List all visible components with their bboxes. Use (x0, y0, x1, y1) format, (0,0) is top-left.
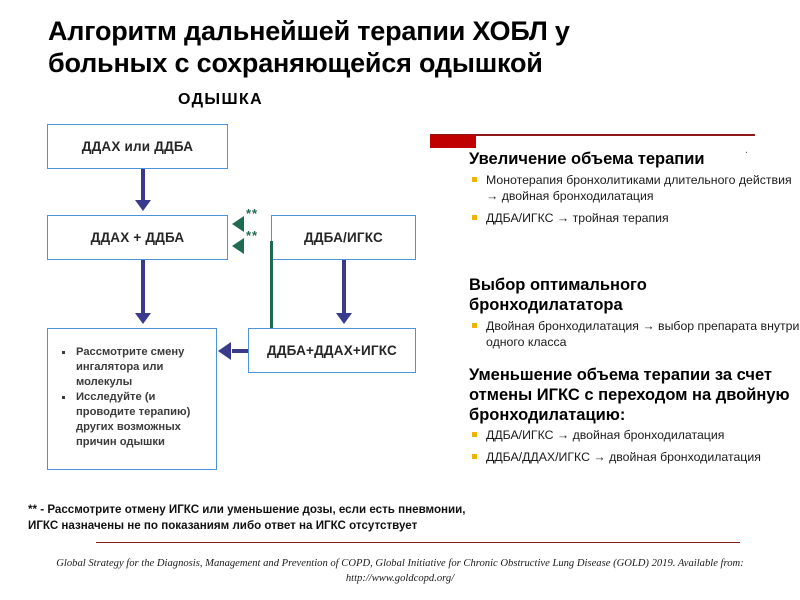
recommendation-bullet-list: Монотерапия бронхолитиками длительного д… (430, 173, 800, 227)
arrow-head (336, 313, 352, 324)
flowchart-header-dyspnea: ОДЫШКА (178, 91, 264, 108)
arrow-stem (342, 260, 346, 315)
list-item: Монотерапия бронхолитиками длительного д… (430, 173, 800, 205)
source-citation: Global Strategy for the Diagnosis, Manag… (56, 558, 744, 585)
arrow-down-mono-to-dual (135, 169, 151, 215)
panel-accent-bar (430, 135, 476, 148)
arrow-stem (141, 169, 145, 202)
recommendation-heading: Увеличение объема терапии (469, 150, 705, 168)
panel-top-rule (430, 134, 755, 136)
arrow-head (135, 313, 151, 324)
recommendation-block-escalation: Увеличение объема терапии Монотерапия бр… (430, 150, 800, 234)
list-item: Рассмотрите смену ингалятора или молекул… (54, 345, 208, 389)
recommendation-bullet-list: Двойная бронходилатация → выбор препарат… (430, 319, 800, 351)
arrow-down-labaics-to-triple (336, 260, 352, 328)
arrow-head (232, 238, 244, 254)
slide-title: Алгоритм дальнейшей терапии ХОБЛ у больн… (48, 16, 748, 80)
treatment-flowchart: ОДЫШКА ДДАХ или ДДБА ДДАХ + ДДБА ДДБА/ИГ… (0, 88, 430, 498)
flowchart-box-other-causes: Рассмотрите смену ингалятора или молекул… (47, 328, 217, 470)
footnote-marker-lower: ** (246, 228, 259, 243)
recommendation-block-deescalation: Уменьшение объема терапии за счет отмены… (430, 366, 800, 473)
flowchart-box-triple-label: ДДБА+ДДАХ+ИГКС (267, 343, 397, 358)
arrow-left-triple-to-other (218, 342, 248, 360)
arrow-stem (141, 260, 145, 315)
list-item: Исследуйте (и проводите терапию) других … (54, 390, 208, 449)
list-item: Двойная бронходилатация → выбор препарат… (430, 319, 800, 351)
arrow-left-green-lower: ** (232, 229, 274, 254)
panel-trailing-dot: . (745, 144, 749, 156)
slide-footnote: ** - Рассмотрите отмену ИГКС или уменьше… (28, 503, 466, 532)
list-item: ДДБА/ДДАХ/ИГКС → двойная бронходилатация (430, 450, 800, 466)
arrow-head (218, 342, 231, 360)
other-causes-list: Рассмотрите смену ингалятора или молекул… (54, 345, 208, 449)
arrow-stem (232, 349, 248, 353)
recommendation-block-optimal-bronchodilator: Выбор оптимального бронходилататора Двой… (430, 276, 800, 358)
footer-rule (96, 542, 740, 544)
flowchart-box-dual-bronchodilation: ДДАХ + ДДБА (47, 215, 228, 260)
recommendation-bullet-list: ДДБА/ИГКС → двойная бронходилатация ДДБА… (430, 428, 800, 466)
arrow-down-dual-to-other (135, 260, 151, 328)
arrow-head (135, 200, 151, 211)
arrow-head (232, 216, 244, 232)
flowchart-box-triple-therapy: ДДБА+ДДАХ+ИГКС (248, 328, 416, 373)
recommendation-heading: Выбор оптимального бронходилататора (469, 276, 647, 314)
footnote-marker-upper: ** (246, 206, 259, 221)
list-item: ДДБА/ИГКС → двойная бронходилатация (430, 428, 800, 444)
flowchart-box-dual-label: ДДАХ + ДДБА (90, 230, 185, 245)
flowchart-box-laba-ics-label: ДДБА/ИГКС (304, 230, 383, 245)
flowchart-box-monotherapy-label: ДДАХ или ДДБА (81, 139, 194, 154)
flowchart-box-laba-ics: ДДБА/ИГКС (271, 215, 416, 260)
recommendation-heading: Уменьшение объема терапии за счет отмены… (469, 366, 790, 424)
slide-title-line-2: больных с сохраняющейся одышкой (48, 47, 543, 78)
arrow-left-green-upper: ** (232, 207, 290, 232)
connector-green-vertical (270, 241, 274, 331)
list-item: ДДБА/ИГКС → тройная терапия (430, 211, 800, 227)
slide-title-line-1: Алгоритм дальнейшей терапии ХОБЛ у (48, 16, 570, 46)
flowchart-box-monotherapy: ДДАХ или ДДБА (47, 124, 228, 169)
